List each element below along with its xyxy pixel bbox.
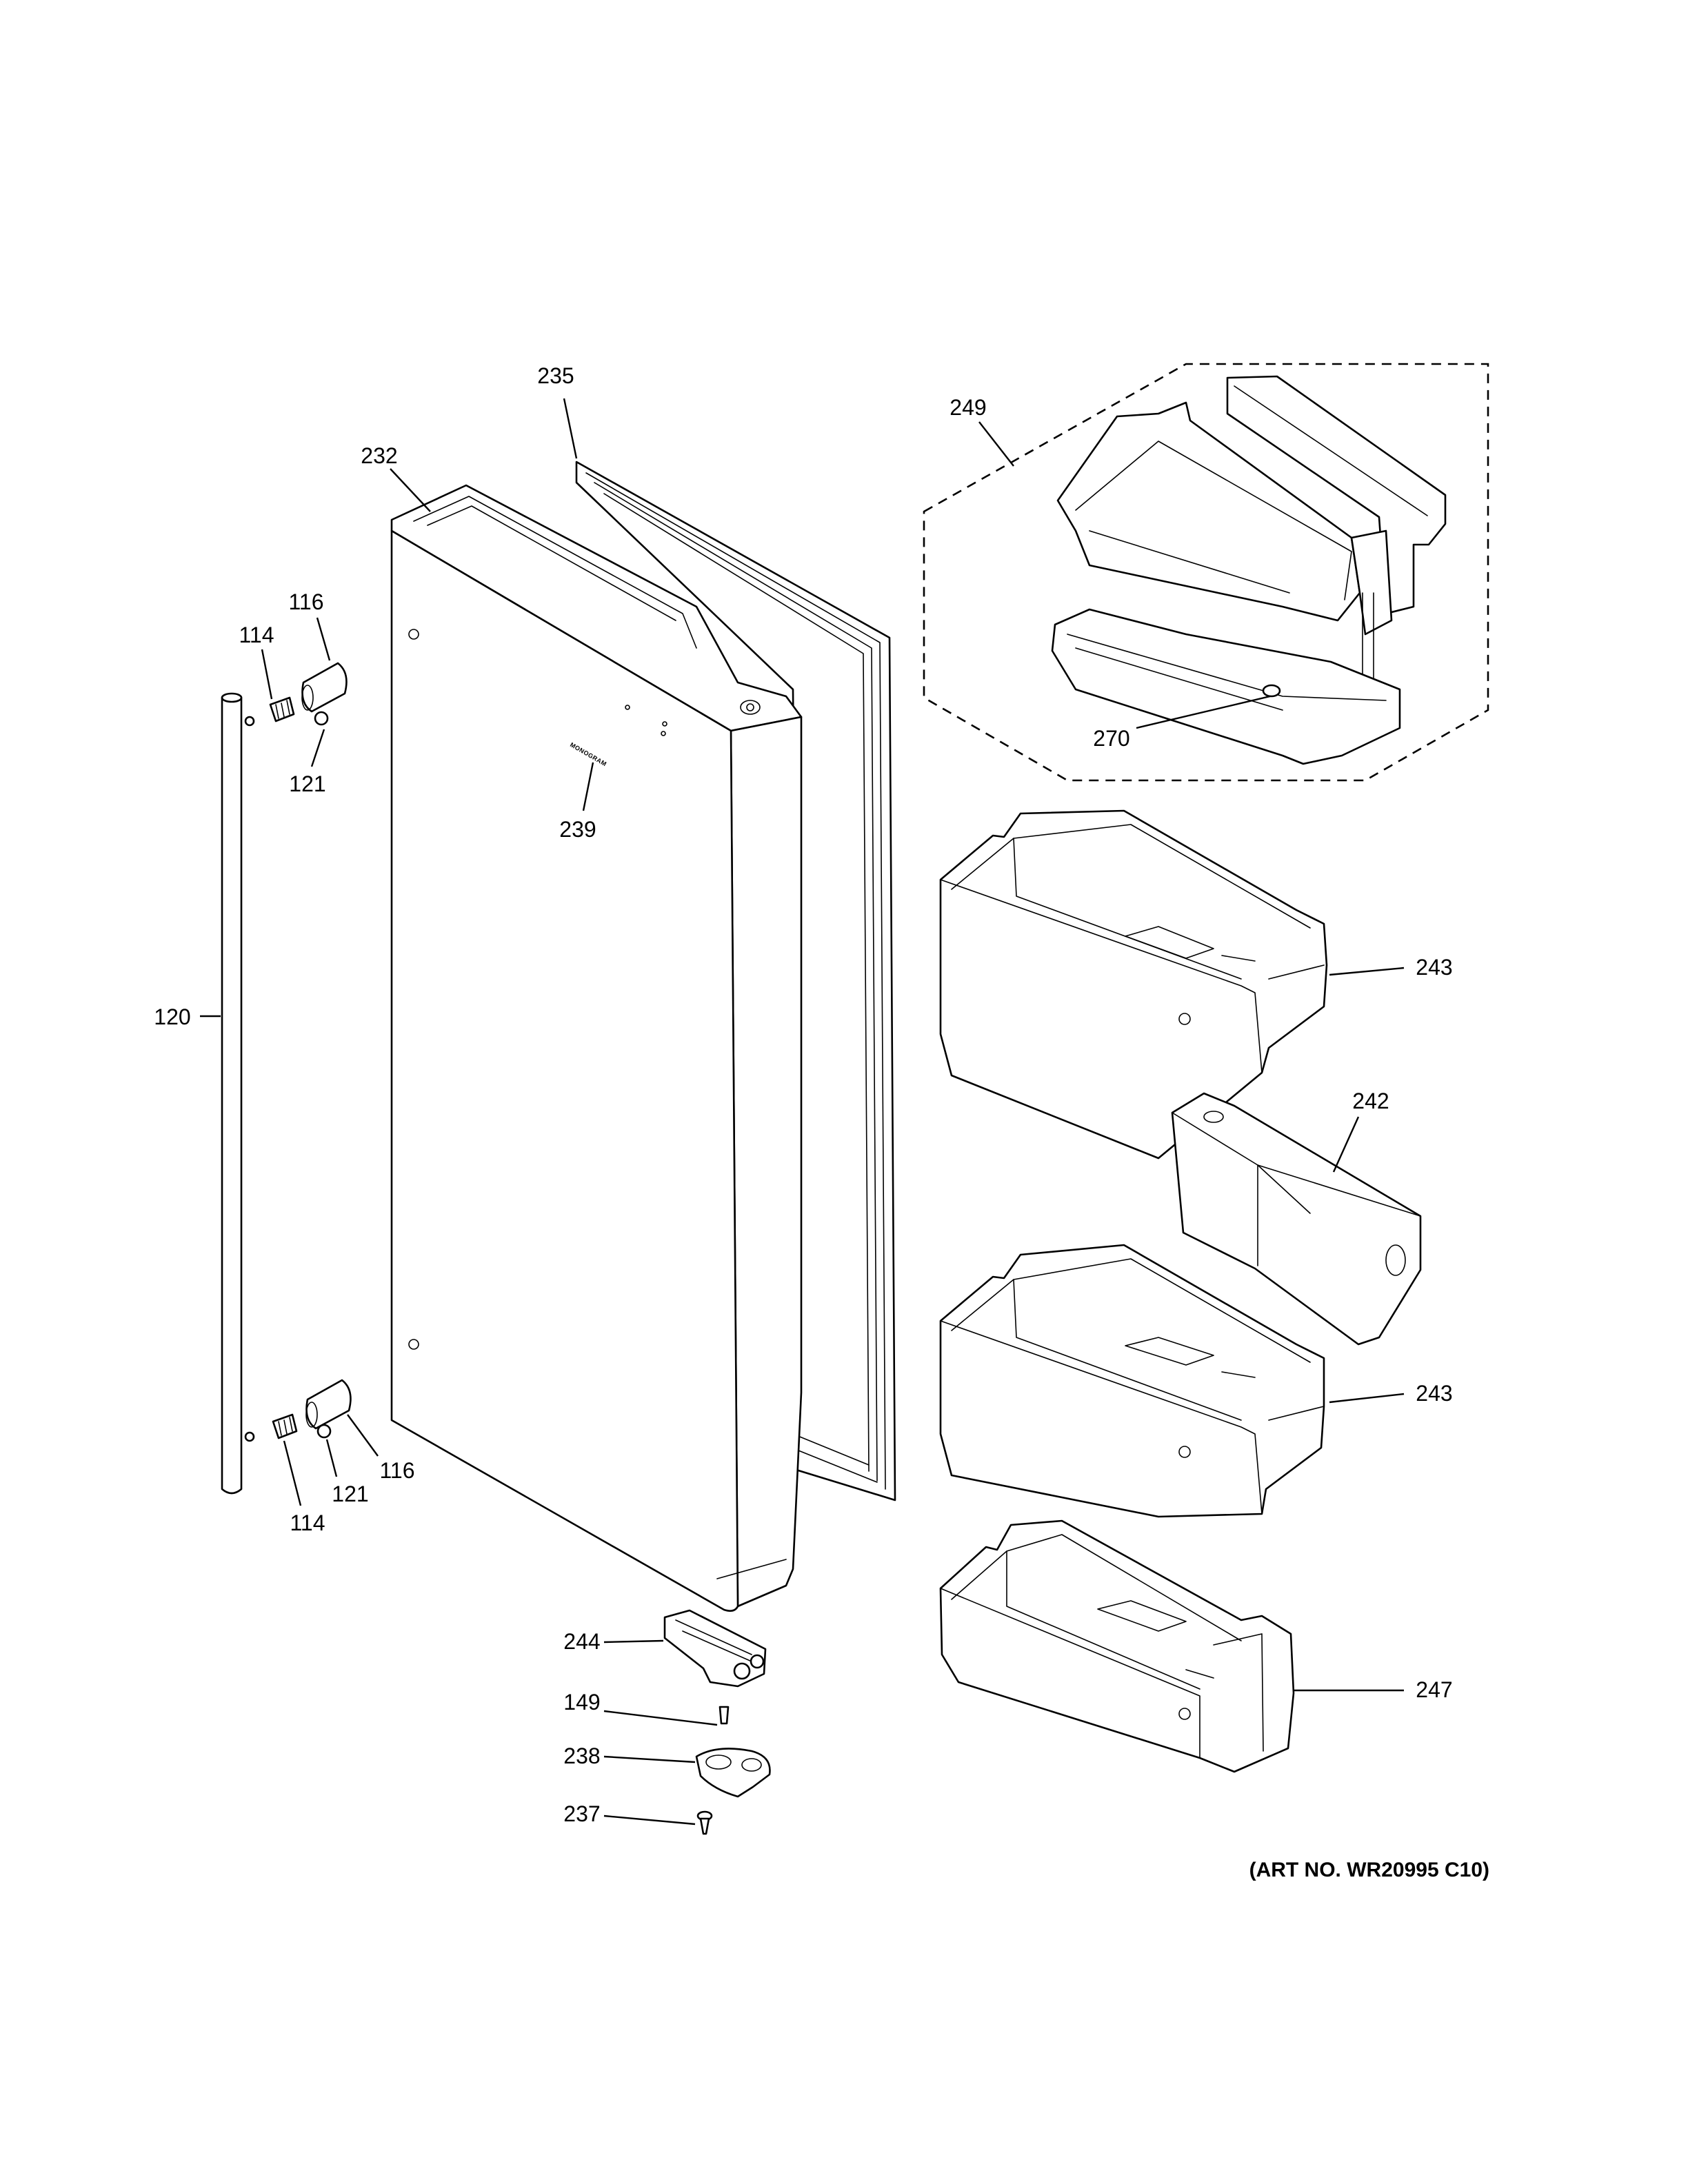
- door-bin-bottom: [939, 1519, 1295, 1773]
- callout-242: 242: [1352, 1089, 1389, 1113]
- upper-handle-mount: [301, 662, 348, 713]
- lower-handle-mount: [305, 1379, 352, 1430]
- leader-lines: [200, 398, 1405, 1826]
- callout-120: 120: [154, 1004, 190, 1029]
- callout-237: 237: [563, 1801, 600, 1826]
- callout-149: 149: [563, 1690, 600, 1715]
- callout-114-top: 114: [239, 623, 274, 647]
- callout-121-top: 121: [289, 771, 325, 796]
- bin-assembly-outline: [923, 363, 1489, 782]
- hinge-pin-screw: [719, 1706, 730, 1725]
- upper-set-screw: [269, 696, 295, 722]
- callout-116-top: 116: [288, 589, 323, 614]
- lower-set-screw: [272, 1413, 298, 1439]
- callout-247: 247: [1416, 1677, 1452, 1702]
- callout-238: 238: [563, 1743, 600, 1768]
- bottom-hinge-bracket: [663, 1609, 767, 1688]
- hinge-cover: [695, 1748, 771, 1798]
- callout-243-top: 243: [1416, 955, 1452, 980]
- upper-plug: [314, 711, 329, 726]
- callout-121-bottom: 121: [332, 1482, 368, 1506]
- callout-116-bottom: 116: [379, 1458, 414, 1483]
- callout-243-bottom: 243: [1416, 1381, 1452, 1406]
- callout-270: 270: [1093, 726, 1129, 751]
- callout-232: 232: [361, 443, 397, 468]
- callout-239: 239: [559, 817, 596, 842]
- lower-plug: [316, 1424, 332, 1439]
- callout-114-bottom: 114: [290, 1510, 325, 1535]
- callout-249: 249: [950, 395, 986, 420]
- art-number: (ART NO. WR20995 C10): [1249, 1859, 1489, 1881]
- hinge-cover-screw: [696, 1810, 713, 1835]
- door-bin-lower: [939, 1244, 1325, 1518]
- callout-235: 235: [537, 363, 574, 388]
- door-handle: [221, 692, 255, 1495]
- callout-labels: 235 232 249 116 114 121 239 270 243 120 …: [154, 363, 1489, 1881]
- fridge-door: MONOGRAM: [390, 484, 803, 1612]
- adjustable-door-bin-assembly: [1051, 375, 1447, 765]
- callout-244: 244: [563, 1629, 600, 1654]
- door-bin-upper: [939, 809, 1328, 1160]
- small-door-bin: [1171, 1092, 1422, 1346]
